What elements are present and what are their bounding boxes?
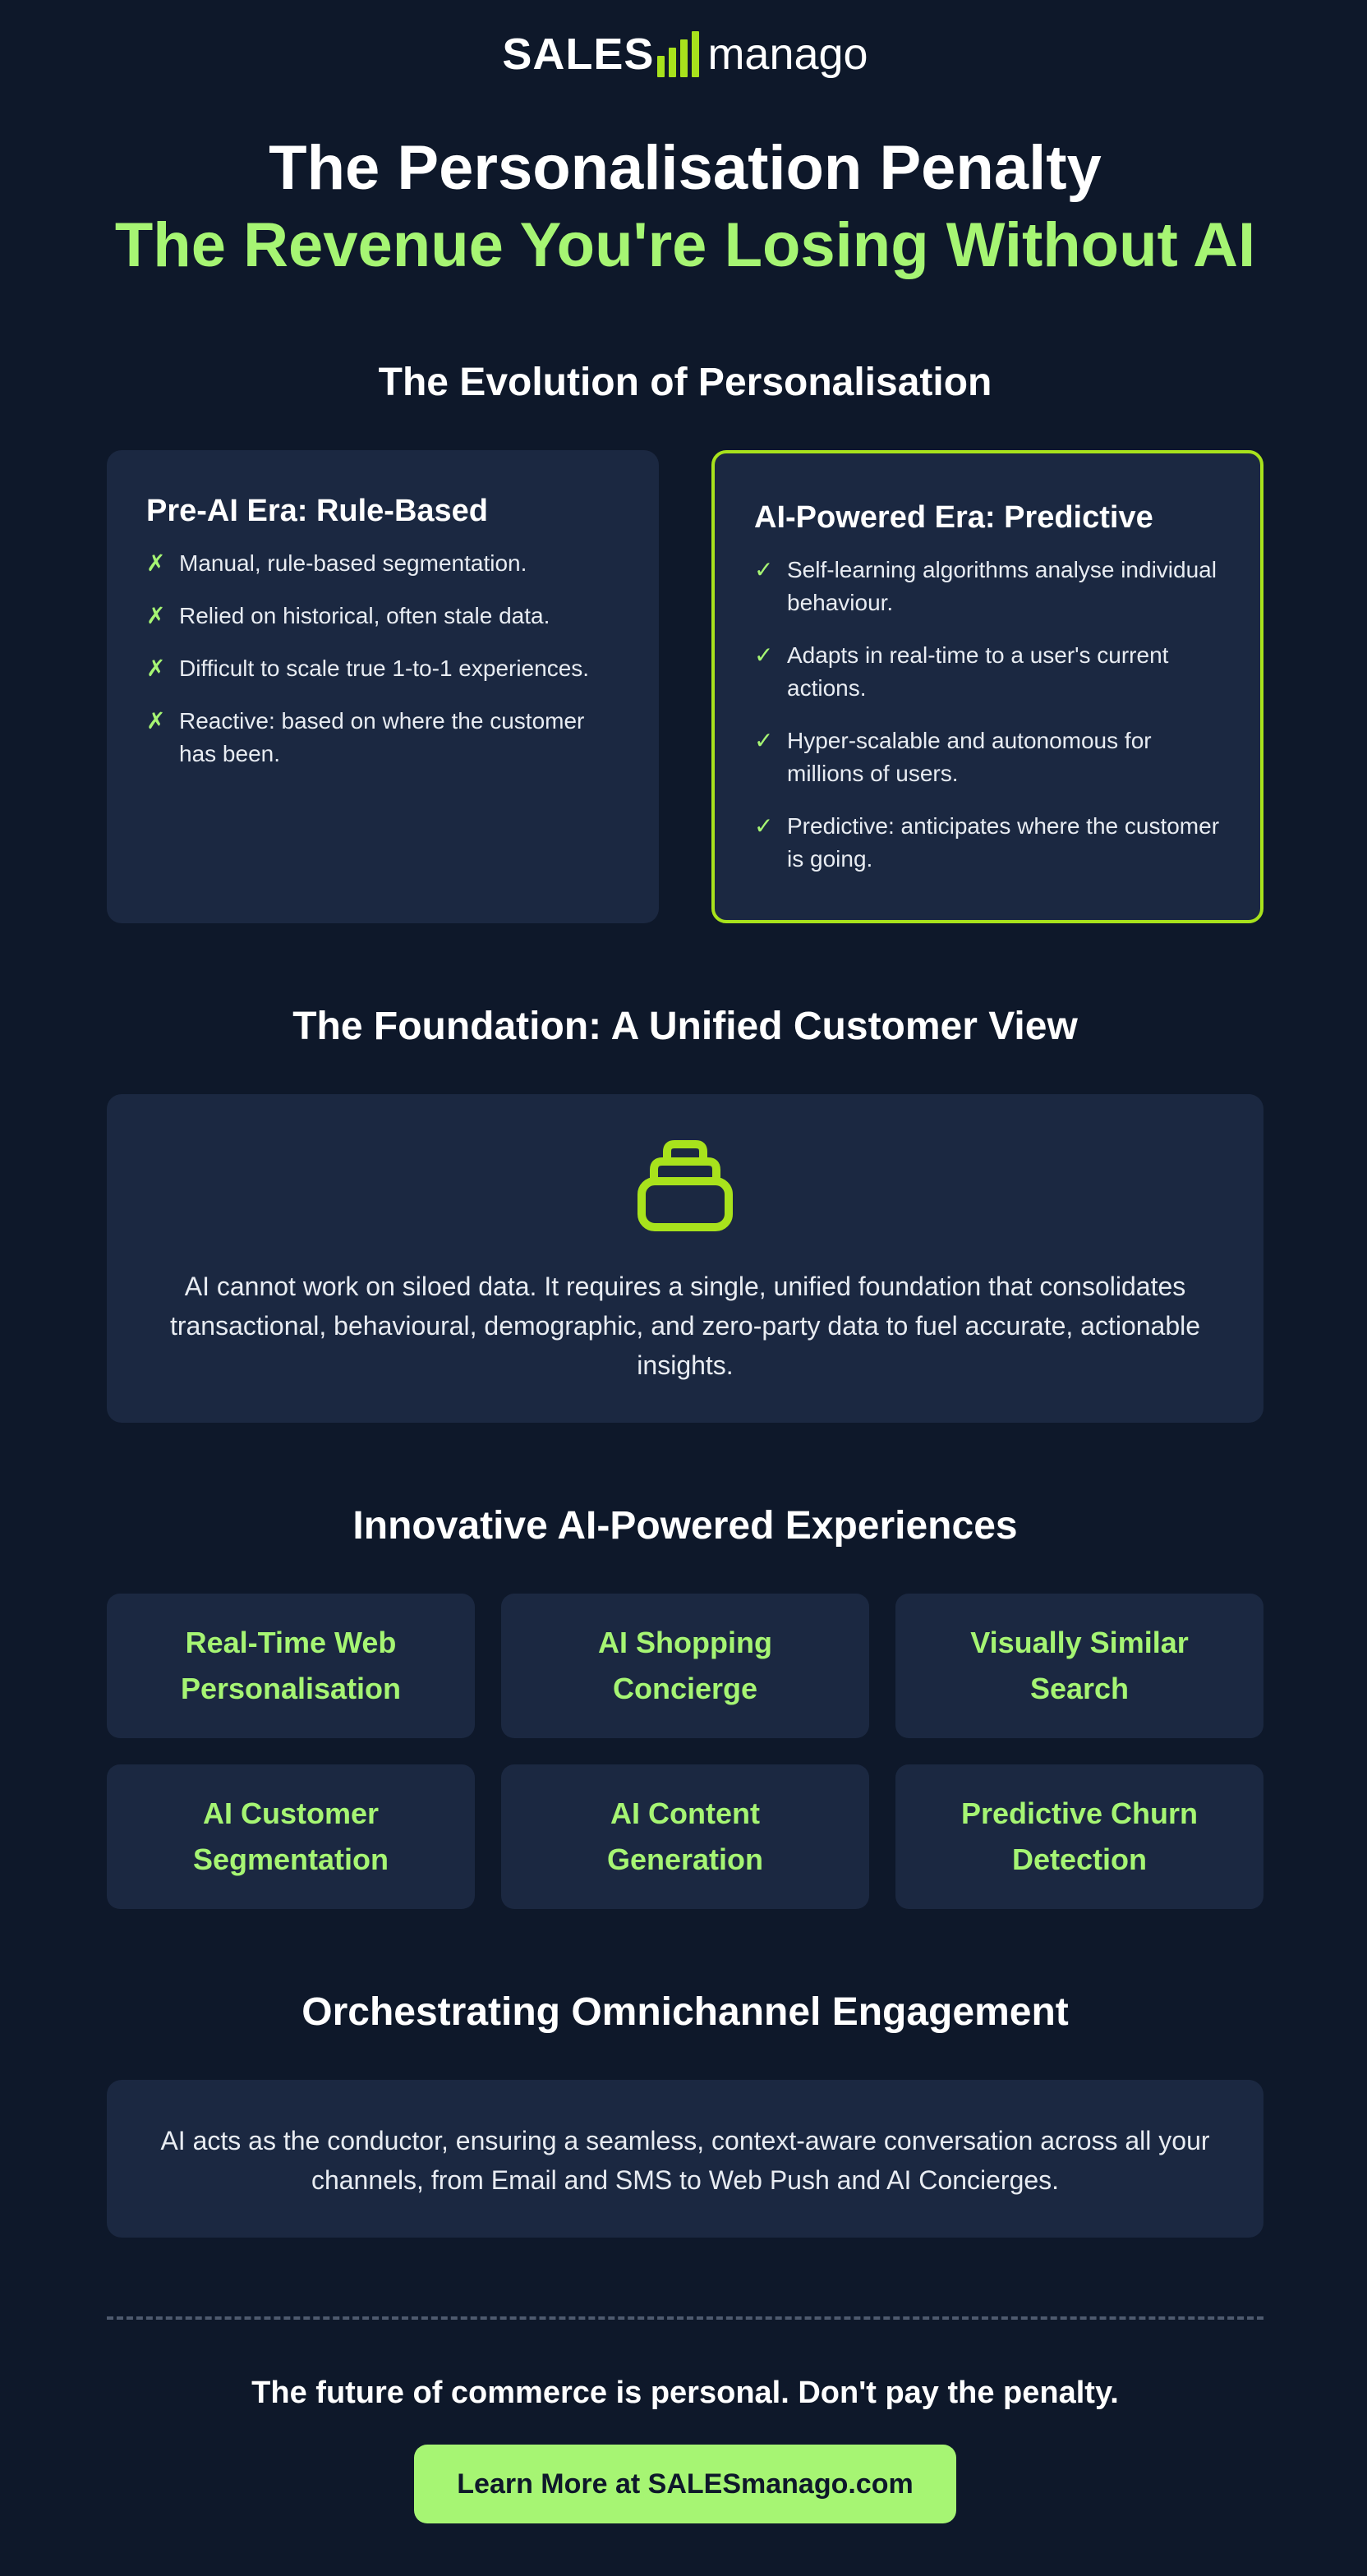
ai-era-card: AI-Powered Era: Predictive ✓Self-learnin… (711, 450, 1263, 923)
pre-ai-era-card: Pre-AI Era: Rule-Based ✗Manual, rule-bas… (107, 450, 659, 923)
tile-real-time-web-personalisation: Real-Time Web Personalisation (107, 1594, 475, 1738)
page-title: The Personalisation Penalty (269, 133, 1102, 203)
list-item: ✗Difficult to scale true 1-to-1 experien… (146, 652, 619, 685)
logo-sales-text: SALES (502, 30, 655, 79)
tile-ai-shopping-concierge: AI Shopping Concierge (501, 1594, 869, 1738)
dashed-divider (107, 2316, 1263, 2320)
cross-icon: ✗ (146, 550, 166, 576)
check-icon: ✓ (754, 813, 774, 839)
database-icon (637, 1140, 733, 1231)
cross-icon: ✗ (146, 603, 166, 628)
cross-icon: ✗ (146, 708, 166, 734)
list-item: ✓Hyper-scalable and autonomous for milli… (754, 724, 1221, 790)
page-subtitle: The Revenue You're Losing Without AI (114, 210, 1256, 280)
list-item: ✓Predictive: anticipates where the custo… (754, 810, 1221, 876)
pre-ai-era-title: Pre-AI Era: Rule-Based (146, 494, 489, 528)
list-item: ✗Relied on historical, often stale data. (146, 600, 619, 632)
check-icon: ✓ (754, 642, 774, 668)
salesmanago-logo: SALES manago (107, 28, 1263, 80)
foundation-text: AI cannot work on siloed data. It requir… (169, 1272, 1201, 1380)
omnichannel-card: AI acts as the conductor, ensuring a sea… (107, 2080, 1263, 2238)
check-icon: ✓ (754, 557, 774, 582)
tile-ai-content-generation: AI Content Generation (501, 1764, 869, 1909)
pre-ai-era-list: ✗Manual, rule-based segmentation. ✗Relie… (146, 547, 619, 770)
omnichannel-text: AI acts as the conductor, ensuring a sea… (160, 2126, 1210, 2195)
list-item: ✗Reactive: based on where the customer h… (146, 705, 619, 770)
evolution-heading: The Evolution of Personalisation (378, 361, 992, 404)
omnichannel-heading: Orchestrating Omnichannel Engagement (301, 1990, 1069, 2034)
ai-era-title: AI-Powered Era: Predictive (754, 500, 1153, 535)
tile-ai-customer-segmentation: AI Customer Segmentation (107, 1764, 475, 1909)
bar-chart-icon (657, 31, 700, 77)
list-item: ✗Manual, rule-based segmentation. (146, 547, 619, 580)
tile-predictive-churn-detection: Predictive Churn Detection (895, 1764, 1263, 1909)
list-item: ✓Adapts in real-time to a user's current… (754, 639, 1221, 705)
cross-icon: ✗ (146, 656, 166, 681)
learn-more-button[interactable]: Learn More at SALESmanago.com (414, 2445, 956, 2523)
check-icon: ✓ (754, 728, 774, 753)
foundation-card: AI cannot work on siloed data. It requir… (107, 1094, 1263, 1423)
logo-manago-text: manago (707, 30, 868, 79)
list-item: ✓Self-learning algorithms analyse indivi… (754, 554, 1221, 619)
ai-era-list: ✓Self-learning algorithms analyse indivi… (754, 554, 1221, 876)
tile-visually-similar-search: Visually Similar Search (895, 1594, 1263, 1738)
experiences-heading: Innovative AI-Powered Experiences (352, 1504, 1018, 1548)
foundation-heading: The Foundation: A Unified Customer View (292, 1005, 1078, 1048)
footer-tagline: The future of commerce is personal. Don'… (251, 2376, 1119, 2410)
